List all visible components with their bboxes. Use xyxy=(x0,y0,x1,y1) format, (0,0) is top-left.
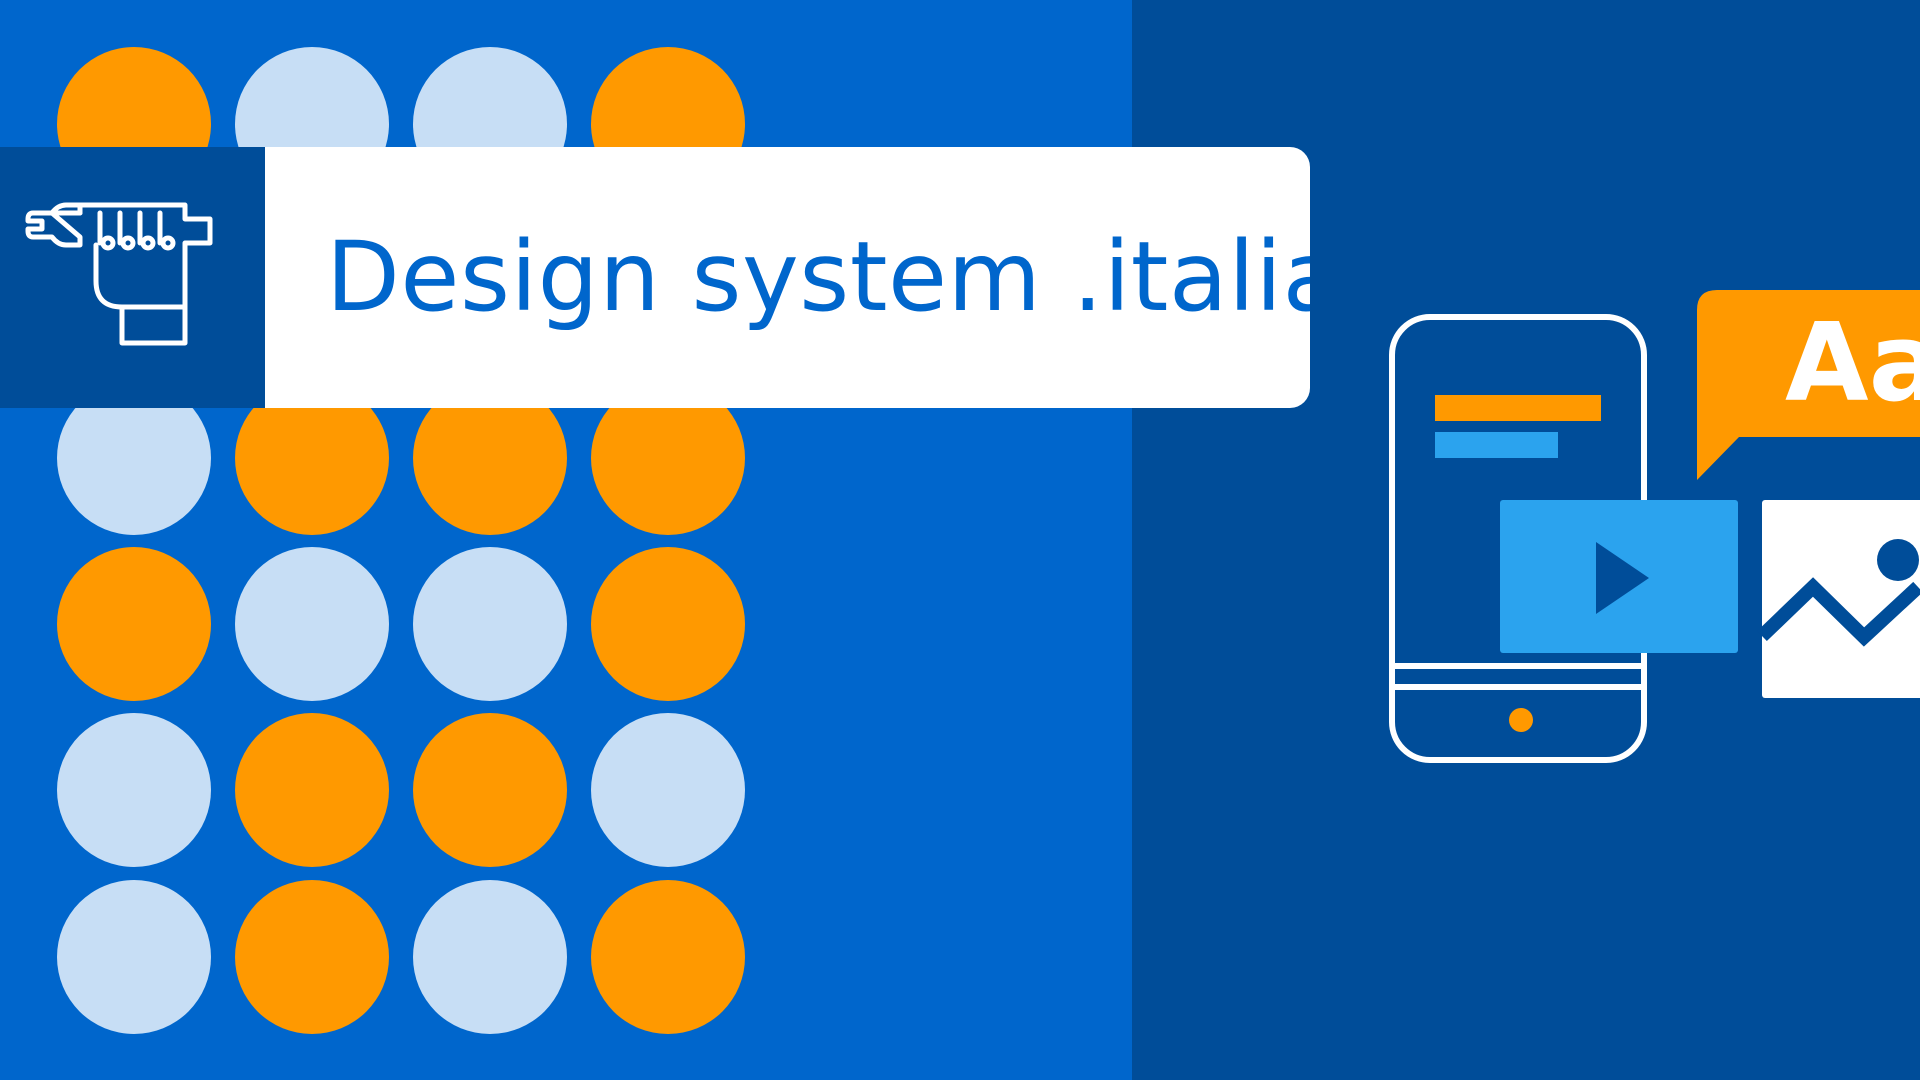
dot-orange xyxy=(591,880,745,1034)
dot-orange xyxy=(235,713,389,867)
image-placeholder-icon xyxy=(1757,500,1920,698)
dot-orange xyxy=(413,381,567,535)
dot-light xyxy=(57,381,211,535)
text-line-orange xyxy=(1435,395,1601,421)
play-video-icon xyxy=(1500,500,1738,653)
dot-light xyxy=(57,880,211,1034)
dot-orange xyxy=(57,547,211,701)
ui-illustration xyxy=(1389,314,1920,763)
dot-light xyxy=(235,547,389,701)
title-card: Design system .italia xyxy=(0,147,1310,408)
logo-block xyxy=(0,147,265,408)
dot-orange xyxy=(413,713,567,867)
dot-orange xyxy=(591,381,745,535)
typography-sample: Aa xyxy=(1785,301,1920,426)
dot-light xyxy=(591,713,745,867)
dot-orange xyxy=(235,880,389,1034)
dot-orange xyxy=(235,381,389,535)
wrench-hand-toolkit-icon xyxy=(25,202,213,346)
speech-bubble-typography-icon xyxy=(1697,290,1920,480)
dot-orange xyxy=(591,547,745,701)
dot-light xyxy=(413,547,567,701)
page-title: Design system .italia xyxy=(326,221,1310,333)
text-line-blue xyxy=(1435,432,1558,458)
dot-light xyxy=(413,880,567,1034)
dot-light xyxy=(57,713,211,867)
